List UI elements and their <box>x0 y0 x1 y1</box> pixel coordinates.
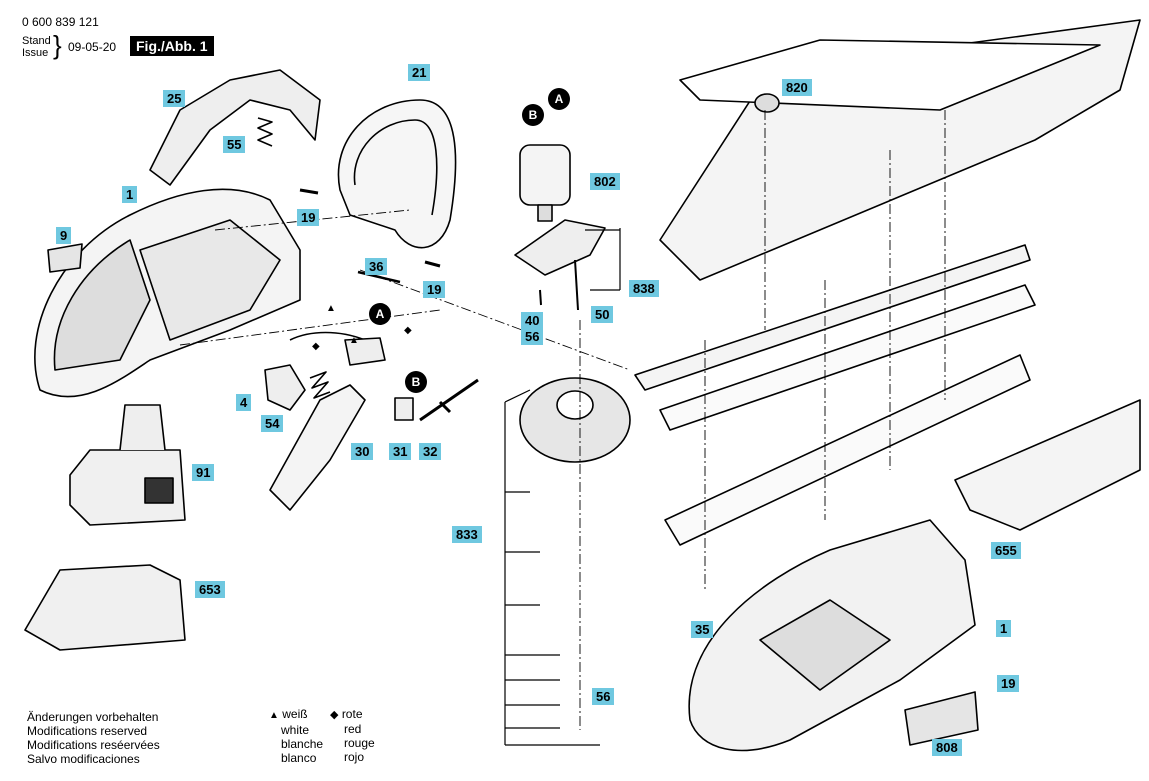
callout-802[interactable]: 802 <box>590 173 620 190</box>
callout-30[interactable]: 30 <box>351 443 374 460</box>
note-de: Änderungen vorbehalten <box>27 710 159 724</box>
callout-9[interactable]: 9 <box>56 227 72 244</box>
blade-sheath <box>954 399 1141 531</box>
callout-655[interactable]: 655 <box>991 542 1021 559</box>
charger <box>24 564 186 651</box>
callout-31[interactable]: 31 <box>389 443 412 460</box>
callout-820[interactable]: 820 <box>782 79 812 96</box>
gear-wheel <box>519 377 631 463</box>
connector-marker-a-motor: A <box>548 88 570 110</box>
battery-pack <box>69 449 186 526</box>
legend-red-en: red <box>344 722 362 736</box>
callout-50[interactable]: 50 <box>591 306 614 323</box>
legend-white: ▲ weiß white blanche blanco <box>269 707 323 765</box>
legend-white-es: blanco <box>281 751 317 765</box>
legend-red-de: rote <box>341 707 363 721</box>
callout-653[interactable]: 653 <box>195 581 225 598</box>
callout-1-housing[interactable]: 1 <box>122 186 138 203</box>
callout-36[interactable]: 36 <box>365 258 388 275</box>
motor-802 <box>519 144 571 206</box>
legend-white-symbol: ▲ <box>269 710 279 721</box>
callout-54[interactable]: 54 <box>261 415 284 432</box>
figure-label: Fig./Abb. 1 <box>130 36 214 56</box>
callout-21[interactable]: 21 <box>408 64 431 81</box>
callout-833[interactable]: 833 <box>452 526 482 543</box>
stand-label: Stand <box>22 35 51 47</box>
legend-white-de: weiß <box>282 707 308 721</box>
blade-bottom <box>664 354 1031 546</box>
callout-1-housing-right[interactable]: 1 <box>996 620 1012 637</box>
note-fr: Modifications reséervées <box>27 738 160 752</box>
red-wire-symbol-2: ◆ <box>404 325 412 336</box>
white-wire-symbol: ▲ <box>326 303 336 314</box>
connector-marker-b-switch: B <box>405 371 427 393</box>
note-en: Modifications reserved <box>27 724 148 738</box>
switch-module <box>344 337 386 366</box>
callout-40[interactable]: 40 <box>521 312 544 329</box>
legend-white-en: white <box>281 723 310 737</box>
callout-91[interactable]: 91 <box>192 464 215 481</box>
blade-top <box>659 284 1036 431</box>
callout-4[interactable]: 4 <box>236 394 252 411</box>
connector-marker-a-switch: A <box>369 303 391 325</box>
trigger-part <box>269 384 366 511</box>
legend-white-fr: blanche <box>281 737 324 751</box>
callout-56-bottom[interactable]: 56 <box>592 688 615 705</box>
callout-19-top[interactable]: 19 <box>297 209 320 226</box>
legend-red: ◆ rote red rouge rojo <box>330 707 375 764</box>
callout-19-mid[interactable]: 19 <box>423 281 446 298</box>
issue-date: 09-05-20 <box>68 40 117 54</box>
callout-808[interactable]: 808 <box>932 739 962 756</box>
hand-guard-part <box>337 99 457 249</box>
issue-label: Issue <box>22 47 49 59</box>
legend-red-es: rojo <box>344 750 365 764</box>
callout-32[interactable]: 32 <box>419 443 442 460</box>
part-number: 0 600 839 121 <box>22 15 99 29</box>
legend-red-symbol: ◆ <box>330 709 339 721</box>
callout-35[interactable]: 35 <box>691 621 714 638</box>
modifications-note: Änderungen vorbehalten Modifications res… <box>27 710 160 766</box>
legend-red-fr: rouge <box>344 736 375 750</box>
red-wire-symbol: ◆ <box>312 341 320 352</box>
blade-bar <box>634 244 1031 391</box>
brace: } <box>53 30 62 60</box>
spring-55 <box>257 117 273 147</box>
handle-cover-part <box>149 69 321 186</box>
callout-19-bottom[interactable]: 19 <box>997 675 1020 692</box>
callout-55[interactable]: 55 <box>223 136 246 153</box>
switch-part <box>264 364 306 411</box>
callout-25[interactable]: 25 <box>163 90 186 107</box>
note-es: Salvo modificaciones <box>27 752 140 766</box>
connector-marker-b-motor: B <box>522 104 544 126</box>
white-wire-symbol-2: ▲ <box>349 335 359 346</box>
callout-838[interactable]: 838 <box>629 280 659 297</box>
callout-56-top[interactable]: 56 <box>521 328 544 345</box>
